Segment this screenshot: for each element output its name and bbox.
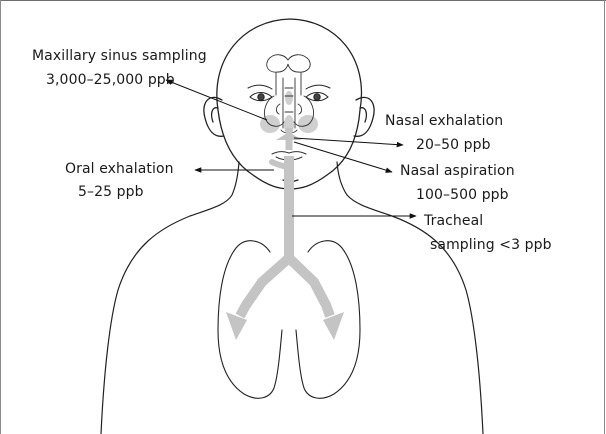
- oral-exhalation-label-title: Oral exhalation: [65, 161, 174, 177]
- nasal-exhalation-label-title: Nasal exhalation: [385, 113, 503, 129]
- tracheal-label-value: sampling <3 ppb: [430, 237, 552, 253]
- tracheal-label-title: Tracheal: [424, 213, 483, 229]
- nasal-aspiration-label-value: 100–500 ppb: [416, 187, 509, 203]
- nasal-aspiration-label-title: Nasal aspiration: [400, 163, 515, 179]
- oral-exhalation-label-value: 5–25 ppb: [78, 184, 144, 200]
- airway-path: [240, 128, 330, 316]
- maxillary-label-value: 3,000–25,000 ppb: [46, 72, 175, 88]
- nasal-exhalation-label-value: 20–50 ppb: [416, 137, 491, 153]
- maxillary-label-title: Maxillary sinus sampling: [32, 48, 207, 64]
